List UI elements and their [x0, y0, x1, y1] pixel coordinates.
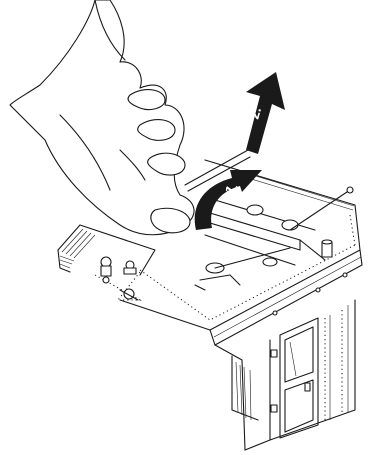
lift-arrow: 2.	[246, 72, 285, 154]
right-vertical-panel	[215, 300, 355, 450]
rotate-arrow: 1.	[195, 170, 262, 230]
left-ribbed-section	[58, 225, 155, 300]
